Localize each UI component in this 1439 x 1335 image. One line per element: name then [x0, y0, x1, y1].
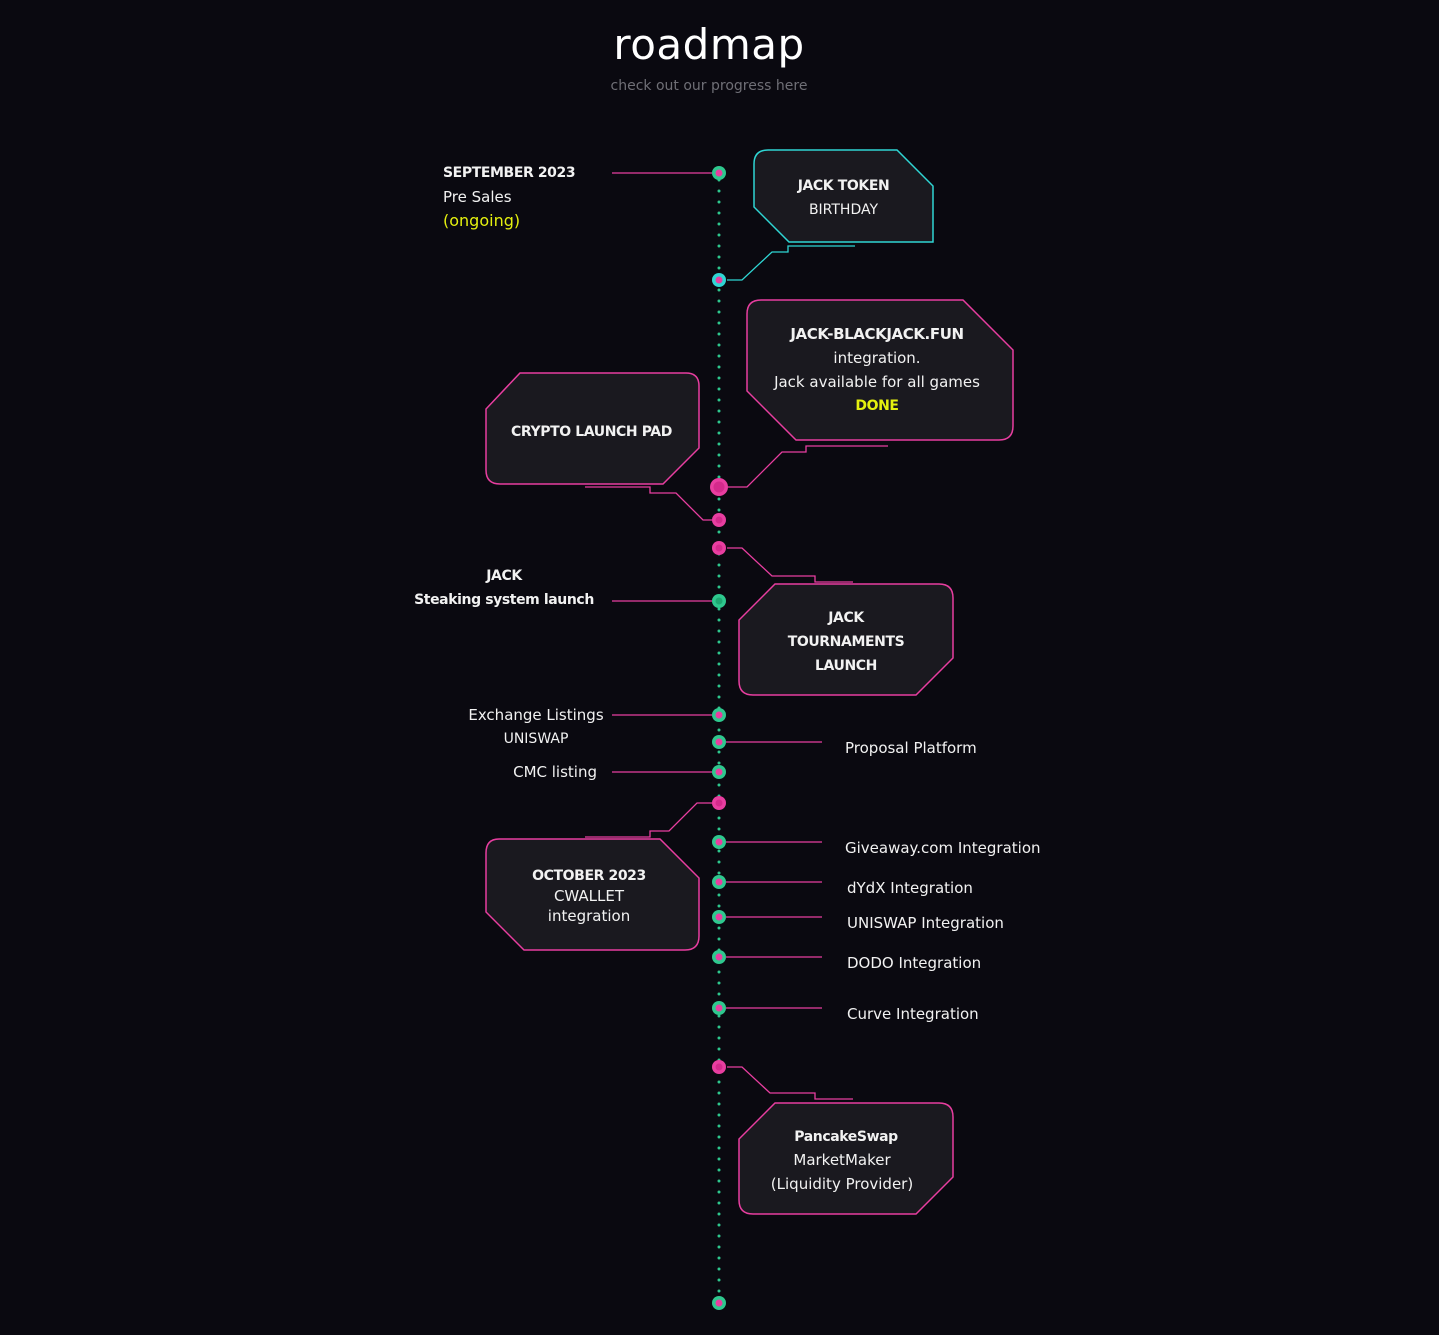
card-pancake — [738, 1102, 954, 1215]
dodo-label: DODO Integration — [847, 954, 982, 972]
exchange-title: Exchange Listings — [468, 706, 604, 724]
node-exchange — [712, 708, 726, 722]
tournaments-line2: TOURNAMENTS — [787, 634, 905, 650]
giveaway-label: Giveaway.com Integration — [845, 839, 1041, 857]
proposal-label: Proposal Platform — [845, 739, 977, 757]
launchpad-label: CRYPTO LAUNCH PAD — [511, 424, 672, 440]
node-cmc — [712, 765, 726, 779]
curve-label: Curve Integration — [847, 1005, 979, 1023]
tournaments-line1: JACK — [828, 610, 864, 626]
card-blackjack — [746, 299, 1014, 441]
node-dodo — [712, 950, 726, 964]
exchange-sub: UNISWAP — [503, 731, 569, 747]
jack-token-title: JACK TOKEN — [797, 178, 890, 194]
october-date: OCTOBER 2023 — [532, 868, 646, 884]
staking-label: Steaking system launch — [414, 592, 594, 608]
node-dydx — [712, 875, 726, 889]
pancake-title: PancakeSwap — [794, 1129, 898, 1145]
connector-lines — [585, 172, 888, 1100]
node-september — [712, 166, 726, 180]
timeline-nodes — [710, 166, 728, 1310]
pancake-line3: (Liquidity Provider) — [770, 1175, 914, 1193]
blackjack-line2: integration. — [833, 349, 921, 367]
node-launchpad — [712, 513, 726, 527]
october-line2: CWALLET — [553, 887, 625, 905]
node-pancake — [712, 1060, 726, 1074]
node-blackjack — [710, 478, 728, 496]
pancake-line2: MarketMaker — [793, 1151, 891, 1169]
card-launchpad — [485, 372, 700, 485]
staking-title: JACK — [486, 568, 522, 584]
card-jack-token — [753, 149, 934, 243]
september-date: SEPTEMBER 2023 — [443, 165, 576, 181]
node-tournaments — [712, 541, 726, 555]
node-october — [712, 796, 726, 810]
cyan-connector — [727, 245, 855, 281]
blackjack-title: JACK-BLACKJACK.FUN — [790, 325, 964, 343]
node-staking — [712, 594, 726, 608]
tournaments-line3: LAUNCH — [814, 658, 877, 674]
cmc-label: CMC listing — [513, 763, 597, 781]
uniswap-integration-label: UNISWAP Integration — [847, 914, 1004, 932]
jack-token-subtitle: BIRTHDAY — [808, 202, 879, 218]
september-status: (ongoing) — [443, 211, 521, 230]
september-label: Pre Sales — [443, 188, 512, 206]
node-curve — [712, 1001, 726, 1015]
page-title: roadmap — [613, 20, 805, 69]
blackjack-line3: Jack available for all games — [774, 373, 980, 391]
dydx-label: dYdX Integration — [847, 879, 973, 897]
october-line3: integration — [547, 907, 631, 925]
node-proposal — [712, 735, 726, 749]
blackjack-status: DONE — [855, 398, 899, 414]
node-giveaway — [712, 835, 726, 849]
node-jack-token — [712, 273, 726, 287]
card-october — [485, 838, 700, 951]
card-tournaments — [738, 583, 954, 696]
node-uniswap — [712, 910, 726, 924]
node-end — [712, 1296, 726, 1310]
page-subtitle: check out our progress here — [610, 78, 808, 94]
